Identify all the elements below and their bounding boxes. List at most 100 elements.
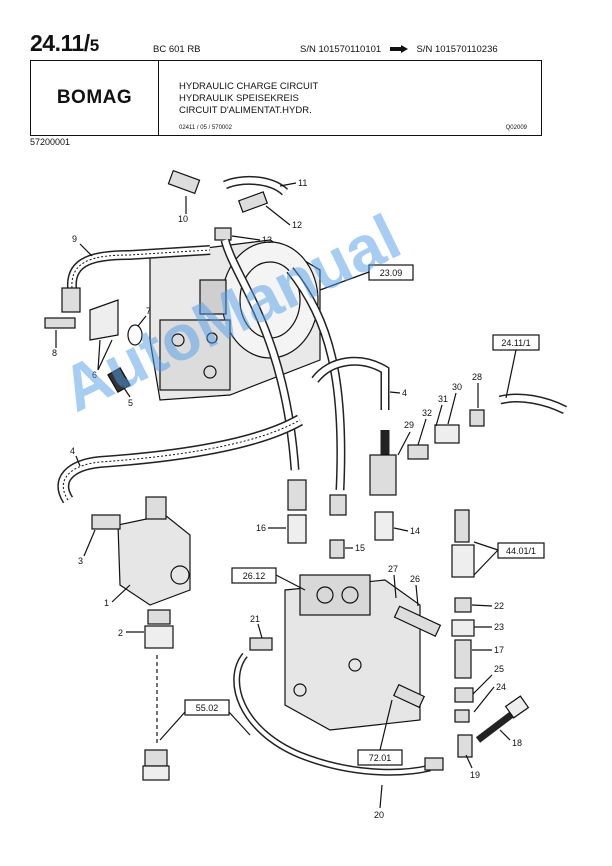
- svg-text:17: 17: [494, 645, 504, 655]
- document-code: 02411 / 05 / 570002: [179, 125, 232, 131]
- bottom-hose-20: [233, 637, 444, 776]
- page-number: 24.11/5: [30, 30, 99, 56]
- svg-text:7: 7: [146, 306, 151, 316]
- callout-13: 13: [231, 235, 272, 245]
- svg-text:14: 14: [410, 526, 420, 536]
- svg-text:24.11/1: 24.11/1: [501, 338, 530, 348]
- callout-8: 8: [52, 330, 57, 358]
- callout-14: 14: [393, 526, 420, 536]
- filter-housing: [91, 496, 191, 606]
- left-small-parts: [44, 299, 143, 393]
- callout-21: 21: [250, 614, 263, 639]
- callout-15: 15: [345, 543, 365, 553]
- svg-text:4: 4: [402, 388, 407, 398]
- reference-box-44-01-1: 44.01/1: [473, 541, 545, 576]
- callout-1: 1: [104, 584, 131, 608]
- callout-2: 2: [118, 628, 144, 638]
- callout-29: 29: [397, 420, 414, 456]
- callout-30: 30: [447, 382, 462, 425]
- svg-text:31: 31: [438, 394, 448, 404]
- svg-text:21: 21: [250, 614, 260, 624]
- svg-text:22: 22: [494, 601, 504, 611]
- svg-text:32: 32: [422, 408, 432, 418]
- svg-text:2: 2: [118, 628, 123, 638]
- callout-26: 26: [410, 574, 420, 607]
- callout-24: 24: [473, 682, 506, 713]
- callout-18: 18: [499, 729, 522, 748]
- svg-text:26.12: 26.12: [243, 571, 266, 581]
- drawing-code: Q02009: [505, 125, 527, 131]
- valve-block: [284, 574, 442, 731]
- callout-25: 25: [472, 664, 504, 695]
- callout-9: 9: [72, 234, 93, 257]
- svg-text:25: 25: [494, 664, 504, 674]
- top-hose-11: [167, 169, 289, 241]
- svg-text:10: 10: [178, 214, 188, 224]
- svg-text:1: 1: [104, 598, 109, 608]
- svg-text:6: 6: [92, 370, 97, 380]
- serial-from: S/N 101570110101: [300, 44, 382, 55]
- callout-4-lower: 4: [70, 446, 81, 467]
- machine-model: BC 601 RB: [153, 44, 201, 55]
- part-number: 57200001: [30, 137, 71, 147]
- svg-text:55.02: 55.02: [196, 703, 219, 713]
- title-english: HYDRAULIC CHARGE CIRCUIT: [179, 81, 319, 92]
- svg-text:11: 11: [298, 178, 307, 188]
- reference-box-26-12: 26.12: [231, 567, 306, 591]
- svg-text:15: 15: [355, 543, 365, 553]
- right-fittings: [287, 393, 568, 758]
- reference-box-23-09: 23.09: [319, 264, 414, 291]
- callout-27: 27: [388, 564, 398, 599]
- callout-32: 32: [417, 408, 432, 446]
- svg-text:19: 19: [470, 770, 480, 780]
- reference-box-24-11-1: 24.11/1: [492, 334, 540, 399]
- svg-text:24: 24: [496, 682, 506, 692]
- svg-text:18: 18: [512, 738, 522, 748]
- callout-28: 28: [472, 372, 482, 408]
- serial-range: S/N 101570110101 S/N 101570110236: [300, 44, 498, 55]
- svg-text:30: 30: [452, 382, 462, 392]
- svg-text:4: 4: [70, 446, 75, 456]
- callout-20: 20: [374, 784, 384, 820]
- callout-4-upper: 4: [389, 388, 407, 398]
- callout-17: 17: [472, 645, 504, 655]
- callout-23: 23: [474, 622, 504, 632]
- callout-5: 5: [121, 384, 133, 408]
- callout-11: 11: [279, 178, 307, 188]
- svg-text:3: 3: [78, 556, 83, 566]
- fitting-2: [142, 609, 174, 781]
- callout-3: 3: [78, 529, 96, 566]
- title-lines: HYDRAULIC CHARGE CIRCUIT HYDRAULIK SPEIS…: [179, 81, 318, 117]
- upper-hose-9: [61, 245, 211, 313]
- title-divider: [158, 61, 160, 135]
- title-block: BOMAG HYDRAULIC CHARGE CIRCUIT HYDRAULIK…: [30, 60, 542, 136]
- svg-text:44.01/1: 44.01/1: [506, 546, 536, 556]
- title-german: HYDRAULIK SPEISEKREIS: [179, 93, 299, 104]
- callout-31: 31: [435, 394, 448, 427]
- callout-22: 22: [471, 601, 504, 611]
- svg-text:72.01: 72.01: [369, 753, 392, 763]
- callout-16: 16: [256, 523, 286, 533]
- callout-12: 12: [265, 205, 302, 230]
- callout-19: 19: [465, 754, 480, 780]
- svg-text:5: 5: [128, 398, 133, 408]
- callout-10: 10: [178, 196, 188, 224]
- callout-6: 6: [92, 339, 113, 380]
- reference-box-55-02: 55.02: [159, 699, 251, 741]
- svg-text:28: 28: [472, 372, 482, 382]
- reference-box-72-01: 72.01: [357, 699, 403, 766]
- svg-text:20: 20: [374, 810, 384, 820]
- svg-text:26: 26: [410, 574, 420, 584]
- svg-text:13: 13: [262, 235, 272, 245]
- svg-text:8: 8: [52, 348, 57, 358]
- svg-text:16: 16: [256, 523, 266, 533]
- svg-text:29: 29: [404, 420, 414, 430]
- bomag-logo: BOMAG: [56, 87, 133, 108]
- svg-text:12: 12: [292, 220, 302, 230]
- lower-hose-4: [57, 414, 303, 504]
- svg-text:23: 23: [494, 622, 504, 632]
- callout-7: 7: [137, 306, 151, 327]
- title-french: CIRCUIT D'ALIMENTAT.HYDR.: [179, 105, 312, 116]
